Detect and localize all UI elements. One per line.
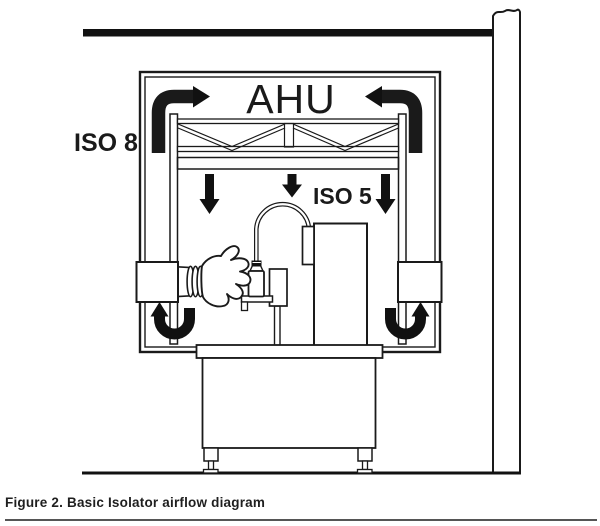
support-pole — [273, 305, 281, 347]
vial-cap — [251, 260, 262, 267]
chamber-post-right — [397, 113, 407, 345]
truss-center-post — [283, 122, 295, 148]
iso5-label: ISO 5 — [313, 183, 372, 209]
return-airflow-arrow-bottom-right-icon — [385, 302, 430, 340]
ceiling-line — [83, 29, 493, 37]
table-leg-right — [356, 447, 373, 474]
table-body — [201, 357, 377, 449]
iso8-label: ISO 8 — [74, 129, 138, 157]
hepa-filter — [176, 156, 400, 170]
equipment-column — [313, 222, 368, 347]
table-top — [195, 344, 384, 359]
filling-tube — [254, 202, 312, 261]
down-arrow-center-icon — [282, 174, 302, 198]
figure-caption: Figure 2. Basic Isolator airflow diagram — [5, 495, 266, 510]
tube-connector — [301, 225, 315, 266]
return-airflow-arrow-bottom-left-icon — [150, 302, 195, 340]
return-airflow-arrow-top-right-icon — [365, 86, 423, 153]
building-wall-hatched-icon — [492, 8, 521, 475]
glove-port-right — [397, 261, 443, 303]
glove-hand-icon — [200, 245, 252, 308]
ahu-label: AHU — [246, 76, 336, 122]
supply-airflow-arrows — [199, 174, 396, 214]
ahu-plenum-truss — [176, 118, 400, 153]
glove-port-left — [135, 261, 179, 303]
down-arrow-left-icon — [199, 174, 220, 214]
filling-pump — [268, 268, 288, 307]
glove-cuff — [186, 265, 205, 298]
floor-line — [82, 471, 520, 475]
return-airflow-arrow-top-left-icon — [151, 86, 210, 153]
chamber-post-left — [169, 113, 179, 345]
isolator-airflow-diagram: AHU ISO — [74, 8, 521, 475]
down-arrow-right-icon — [375, 174, 396, 214]
table-leg-left — [202, 447, 219, 474]
bottom-rule — [5, 519, 597, 521]
support-table — [195, 344, 384, 474]
